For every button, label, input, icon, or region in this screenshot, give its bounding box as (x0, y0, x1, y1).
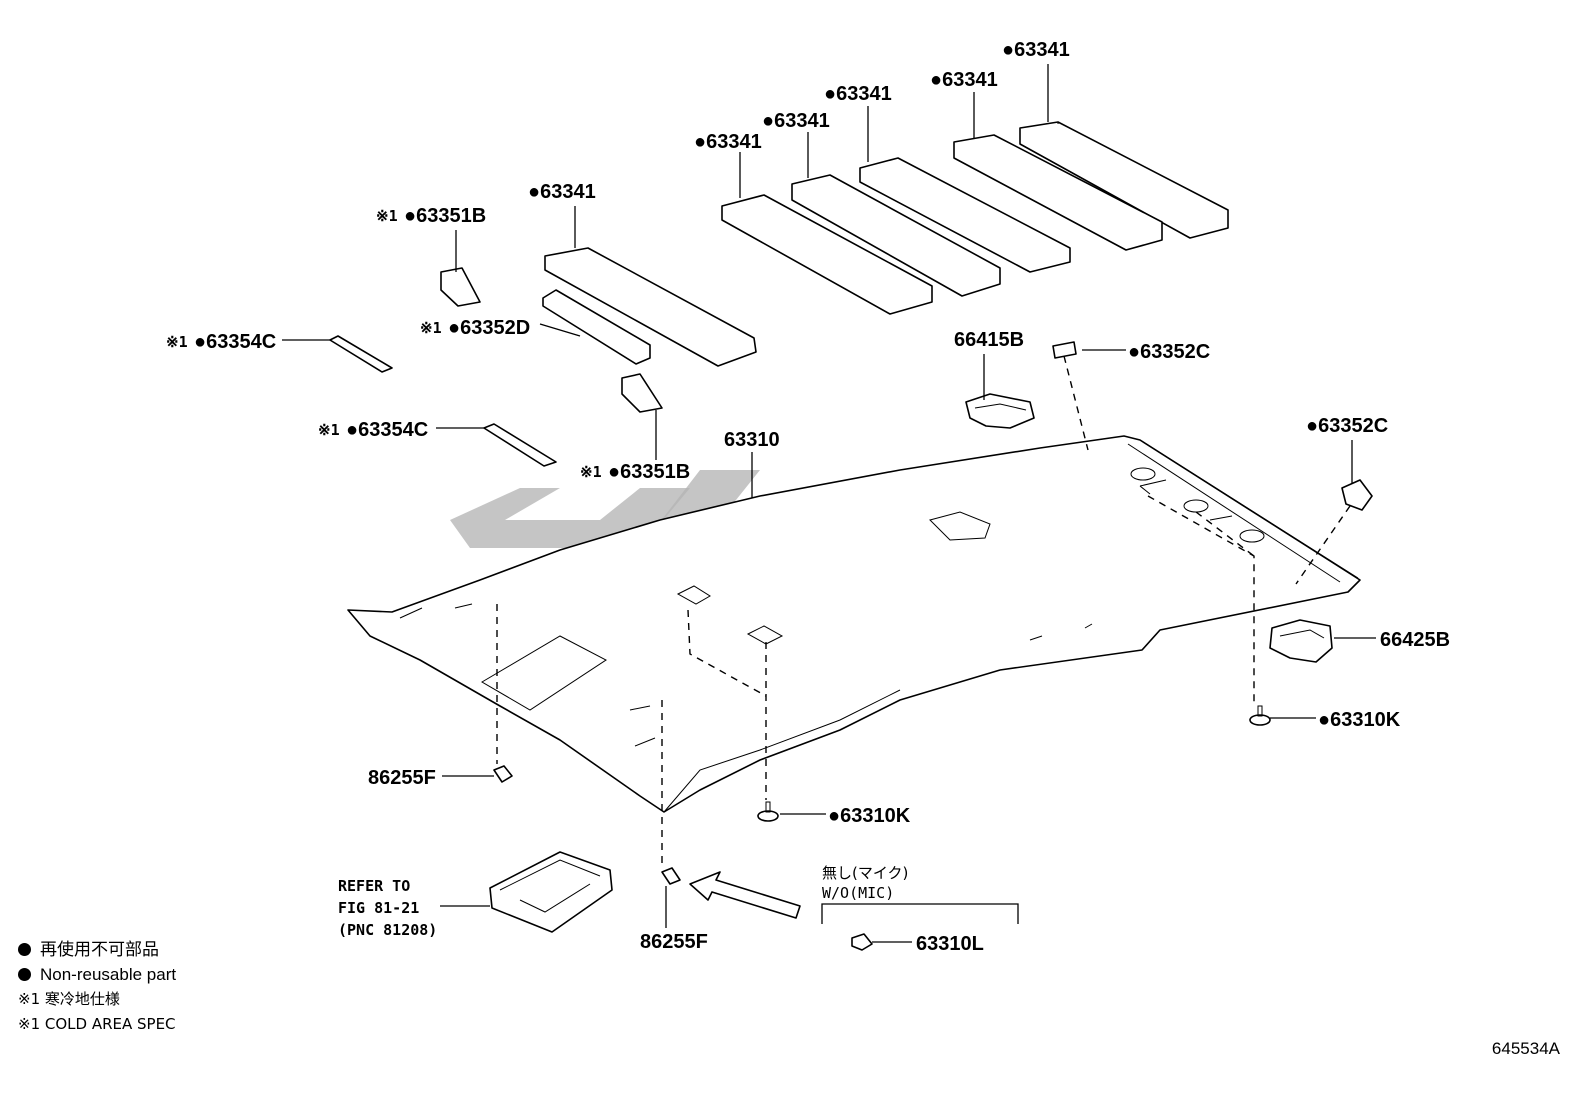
dome-light-assembly (489, 851, 613, 933)
label-refer-2: FIG 81-21 (338, 899, 419, 917)
label-pad-front-lower-prefix: ※1 (580, 463, 602, 481)
nut-bottom (661, 867, 681, 885)
leader-lines (282, 64, 1376, 943)
silencer-pad-2 (721, 194, 933, 315)
assembly-lines (496, 355, 1351, 864)
label-strip-left-prefix: ※1 (166, 333, 188, 351)
silencer-pad-far (1019, 121, 1229, 239)
label-holder-upper: 66415B (954, 329, 1024, 351)
legend-text: 寒冷地仕様 (44, 990, 120, 1008)
nut-left (493, 765, 513, 783)
legend-symbol: ※1 (18, 1014, 41, 1033)
silencer-pad-3 (791, 174, 1001, 297)
legend-text: Non-reusable part (40, 964, 177, 984)
silencer-strip-front (542, 289, 651, 365)
clip-center (757, 801, 779, 822)
silencer-pad-front (544, 247, 757, 367)
legend-item: ※1 COLD AREA SPEC (18, 1012, 318, 1037)
label-pad-4: ●63341 (824, 83, 892, 105)
legend-text: 再使用不可部品 (40, 940, 159, 959)
label-refer-1: REFER TO (338, 877, 410, 895)
strip-mid (483, 423, 557, 467)
label-strip-mid: ●63354C (346, 419, 428, 441)
legend-item: 再使用不可部品 (18, 938, 318, 963)
pad-small-top (1052, 341, 1077, 359)
holder-lower (1269, 619, 1333, 663)
label-headliner: 63310 (724, 429, 780, 451)
label-strip-mid-prefix: ※1 (318, 421, 340, 439)
label-nut-bottom: 86255F (640, 931, 708, 953)
silencer-pad-5 (953, 134, 1163, 251)
dot-icon (18, 943, 31, 956)
label-pad-small-right: ●63352C (1306, 415, 1388, 437)
headliner-panel (347, 435, 1361, 813)
direction-arrow (689, 871, 801, 919)
clip-mic (851, 933, 873, 951)
label-pad-front-strip-prefix: ※1 (420, 319, 442, 337)
label-clip-center: ●63310K (828, 805, 911, 827)
silencer-small-upper (440, 267, 481, 307)
figure-id: 645534A (1491, 1039, 1560, 1058)
label-strip-left: ●63354C (194, 331, 276, 353)
legend: 再使用不可部品 Non-reusable part ※1 寒冷地仕様 ※1 CO… (18, 938, 318, 1036)
label-refer-3: (PNC 81208) (338, 921, 437, 939)
clip-right (1249, 705, 1271, 726)
label-pad-front-upper-prefix: ※1 (376, 207, 398, 225)
label-mic-jp: 無し(マイク) (822, 864, 908, 882)
label-mic-en: W/O(MIC) (822, 884, 894, 902)
label-pad-front: ●63341 (528, 181, 596, 203)
legend-item: Non-reusable part (18, 963, 318, 988)
dot-icon (18, 967, 31, 981)
silencer-pad-4 (859, 157, 1071, 273)
pad-small-right (1341, 479, 1373, 511)
label-pad-front-upper: ●63351B (404, 205, 486, 227)
legend-symbol: ※1 (18, 990, 41, 1008)
label-pad-front-lower: ●63351B (608, 461, 690, 483)
label-clip-right: ●63310K (1318, 709, 1401, 731)
holder-upper (965, 393, 1035, 429)
label-pad-front-strip: ●63352D (448, 317, 530, 339)
silencer-small-lower (621, 373, 663, 413)
strip-left (329, 335, 393, 373)
label-pad-5: ●63341 (930, 69, 998, 91)
label-pad-2: ●63341 (694, 131, 762, 153)
legend-item: ※1 寒冷地仕様 (18, 987, 318, 1012)
label-pad-small-top: ●63352C (1128, 341, 1210, 363)
label-clip-mic: 63310L (916, 933, 984, 955)
label-pad-3: ●63341 (762, 110, 830, 132)
legend-text: COLD AREA SPEC (44, 1014, 176, 1033)
label-nut-left: 86255F (368, 767, 436, 789)
label-holder-lower: 66425B (1380, 629, 1450, 651)
label-pad-far: ●63341 (1002, 39, 1070, 61)
